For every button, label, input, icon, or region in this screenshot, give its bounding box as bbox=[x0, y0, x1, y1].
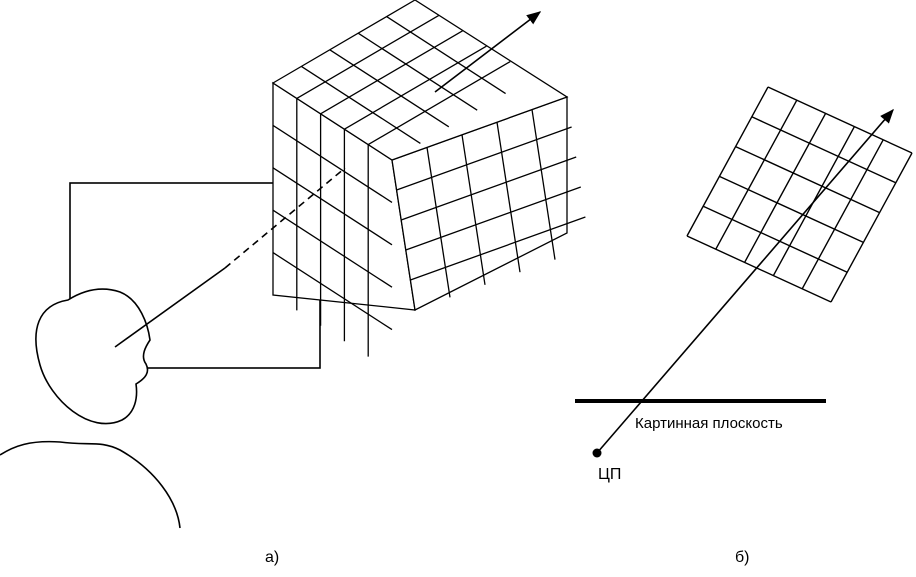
tilted-grid-line bbox=[719, 175, 864, 244]
center-of-projection-label: ЦП bbox=[598, 466, 621, 483]
cube-top-gridline bbox=[320, 30, 463, 115]
cube-right-gridline bbox=[426, 147, 451, 298]
cube-top-gridline bbox=[386, 16, 506, 95]
cube-right-gridline bbox=[531, 109, 556, 260]
cube-top-gridline bbox=[329, 49, 450, 128]
projection-ray bbox=[596, 108, 894, 454]
tilted-grid-line bbox=[686, 86, 769, 237]
voxel-cube bbox=[271, 0, 586, 357]
viewer-head bbox=[0, 288, 181, 529]
tilted-grid-line bbox=[686, 235, 832, 303]
view-ray-dashed bbox=[224, 167, 346, 269]
tilted-grid bbox=[686, 86, 913, 303]
figure-b: Картинная плоскость ЦП б) bbox=[575, 86, 913, 566]
cube-right-gridline bbox=[496, 122, 521, 273]
cube-left-gridline bbox=[272, 252, 393, 331]
view-ray-solid bbox=[114, 267, 226, 348]
tilted-grid-line bbox=[735, 145, 880, 214]
tilted-grid-line bbox=[830, 152, 913, 303]
cube-right-gridline bbox=[461, 134, 486, 285]
tilted-grid-line bbox=[801, 139, 884, 290]
cube-left-gridline bbox=[272, 167, 393, 246]
cube-top-face bbox=[271, 0, 569, 161]
cube-left-gridline bbox=[272, 124, 393, 203]
cube-right-gridline bbox=[400, 156, 577, 221]
tilted-grid-line bbox=[767, 86, 913, 154]
tilted-grid-line bbox=[715, 99, 798, 250]
cube-right-gridline bbox=[396, 126, 572, 191]
tilted-grid-line bbox=[743, 113, 827, 263]
cube-right-gridline bbox=[405, 186, 582, 251]
cube-top-gridline bbox=[367, 61, 511, 146]
center-of-projection-point bbox=[592, 448, 602, 458]
exit-ray-arrow bbox=[434, 11, 542, 93]
cube-top-gridline bbox=[301, 65, 421, 144]
cube-left-gridline bbox=[272, 209, 393, 288]
caption-b: б) bbox=[735, 549, 750, 566]
cube-top-gridline bbox=[344, 45, 487, 130]
caption-a: а) bbox=[265, 549, 279, 566]
tilted-grid-line bbox=[702, 205, 848, 273]
tilted-grid-line bbox=[751, 116, 897, 184]
cube-top-gridline bbox=[296, 14, 440, 99]
cube-top-gridline bbox=[357, 32, 478, 111]
figure-a: а) bbox=[0, 0, 586, 566]
picture-plane-label: Картинная плоскость bbox=[635, 415, 783, 432]
cube-right-gridline bbox=[410, 216, 586, 281]
